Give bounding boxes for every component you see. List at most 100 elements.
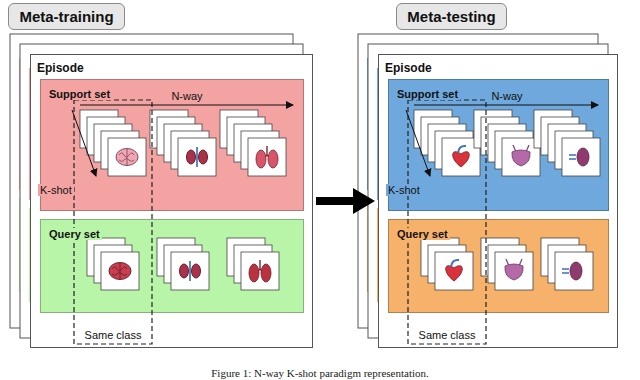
sample-image <box>481 117 519 155</box>
sample-image <box>435 131 473 169</box>
sample-image <box>164 124 202 162</box>
trachea <box>263 146 271 159</box>
sample-image <box>474 110 512 148</box>
sample-image <box>150 110 188 148</box>
trachea <box>256 260 264 273</box>
sample-image <box>108 138 146 176</box>
heart-shape <box>453 152 470 167</box>
n-way-label: N-way <box>169 86 204 104</box>
query-image-stack <box>87 238 139 290</box>
renal-vessels <box>562 269 569 273</box>
node-heading: Query set <box>47 228 102 240</box>
n-way-label-text: N-way <box>489 90 524 102</box>
node-heading: Support set <box>395 88 460 100</box>
organ-icon <box>446 260 463 281</box>
sample-image <box>442 138 480 176</box>
stage-title-box: Meta-testing <box>396 3 507 30</box>
sample-image <box>157 117 195 155</box>
sample-image <box>428 245 466 283</box>
k-shot-label: K-shot <box>38 180 74 198</box>
organ-icon <box>249 260 271 282</box>
sample-image <box>241 131 279 169</box>
sample-image <box>414 110 452 148</box>
lung-shape <box>261 264 271 282</box>
sample-image <box>164 245 202 283</box>
sample-image <box>178 138 216 176</box>
sample-image <box>548 245 586 283</box>
sample-image <box>495 252 533 290</box>
node-heading: Episode <box>37 61 84 75</box>
organ-icon <box>569 148 589 166</box>
organ-icon <box>187 147 208 167</box>
sample-image <box>157 238 195 276</box>
organ-icon <box>562 262 582 280</box>
caption-text: Figure 1: N-way K-shot paradigm represen… <box>211 367 429 379</box>
stacked-episode-card <box>368 44 608 338</box>
sample-image <box>548 124 586 162</box>
sample-image <box>171 252 209 290</box>
sample-image <box>171 131 209 169</box>
ureter-lines <box>513 145 529 152</box>
heart-vessel <box>458 146 466 153</box>
lung-shape <box>256 150 266 168</box>
sample-image <box>248 138 286 176</box>
query-image-stack <box>481 238 533 290</box>
support-image-stack <box>414 110 480 176</box>
n-way-arrow <box>414 105 598 106</box>
node-heading: Episode <box>385 61 432 75</box>
same-class-label: Same class <box>417 325 478 343</box>
flow-arrow <box>316 197 353 205</box>
sample-image <box>241 252 279 290</box>
sample-image <box>555 131 593 169</box>
sample-image <box>101 131 139 169</box>
sample-image <box>488 124 526 162</box>
kidney-shape <box>187 150 196 164</box>
brain-shape <box>116 149 138 166</box>
kidney-shape <box>199 150 208 164</box>
organ-icon <box>453 146 470 167</box>
sample-image <box>562 138 600 176</box>
bladder-shape <box>512 150 530 166</box>
sample-image <box>495 131 533 169</box>
n-way-arrow <box>80 105 293 106</box>
query-image-stack <box>541 238 593 290</box>
query-set-box: Query set <box>388 219 609 313</box>
k-shot-label-text: K-shot <box>38 184 74 196</box>
figure-caption: Figure 1: N-way K-shot paradigm represen… <box>0 363 640 380</box>
query-set-box: Query set <box>40 219 304 313</box>
kidney-shape <box>192 264 201 278</box>
sample-image <box>227 238 265 276</box>
episode-illustration <box>406 100 600 344</box>
sample-image <box>421 238 459 276</box>
sample-image <box>555 252 593 290</box>
node-heading: Support set <box>47 88 112 100</box>
episode-illustration <box>72 100 293 344</box>
card-outline <box>368 44 608 338</box>
same-class-frame <box>408 100 486 344</box>
sample-image <box>234 245 272 283</box>
kidney-shape <box>577 148 589 166</box>
k-shot-arrow <box>72 110 96 176</box>
sample-image <box>227 117 265 155</box>
lung-shape <box>268 150 278 168</box>
same-class-label: Same class <box>83 325 144 343</box>
query-image-stack <box>157 238 209 290</box>
brain-shape <box>109 263 131 280</box>
sample-image <box>488 245 526 283</box>
sample-image <box>94 124 132 162</box>
sample-image <box>101 252 139 290</box>
organ-icon <box>512 145 530 166</box>
sample-image <box>428 124 466 162</box>
organ-icon <box>109 263 131 280</box>
support-image-stack <box>534 110 600 176</box>
node-heading: Meta-training <box>19 8 113 25</box>
support-image-stack <box>80 110 146 176</box>
kidney-shape <box>570 262 582 280</box>
sample-image <box>541 238 579 276</box>
sample-image <box>502 138 540 176</box>
kidney-shape <box>180 264 189 278</box>
ureter <box>189 261 191 281</box>
organ-icon <box>505 259 523 280</box>
support-image-stack <box>474 110 540 176</box>
